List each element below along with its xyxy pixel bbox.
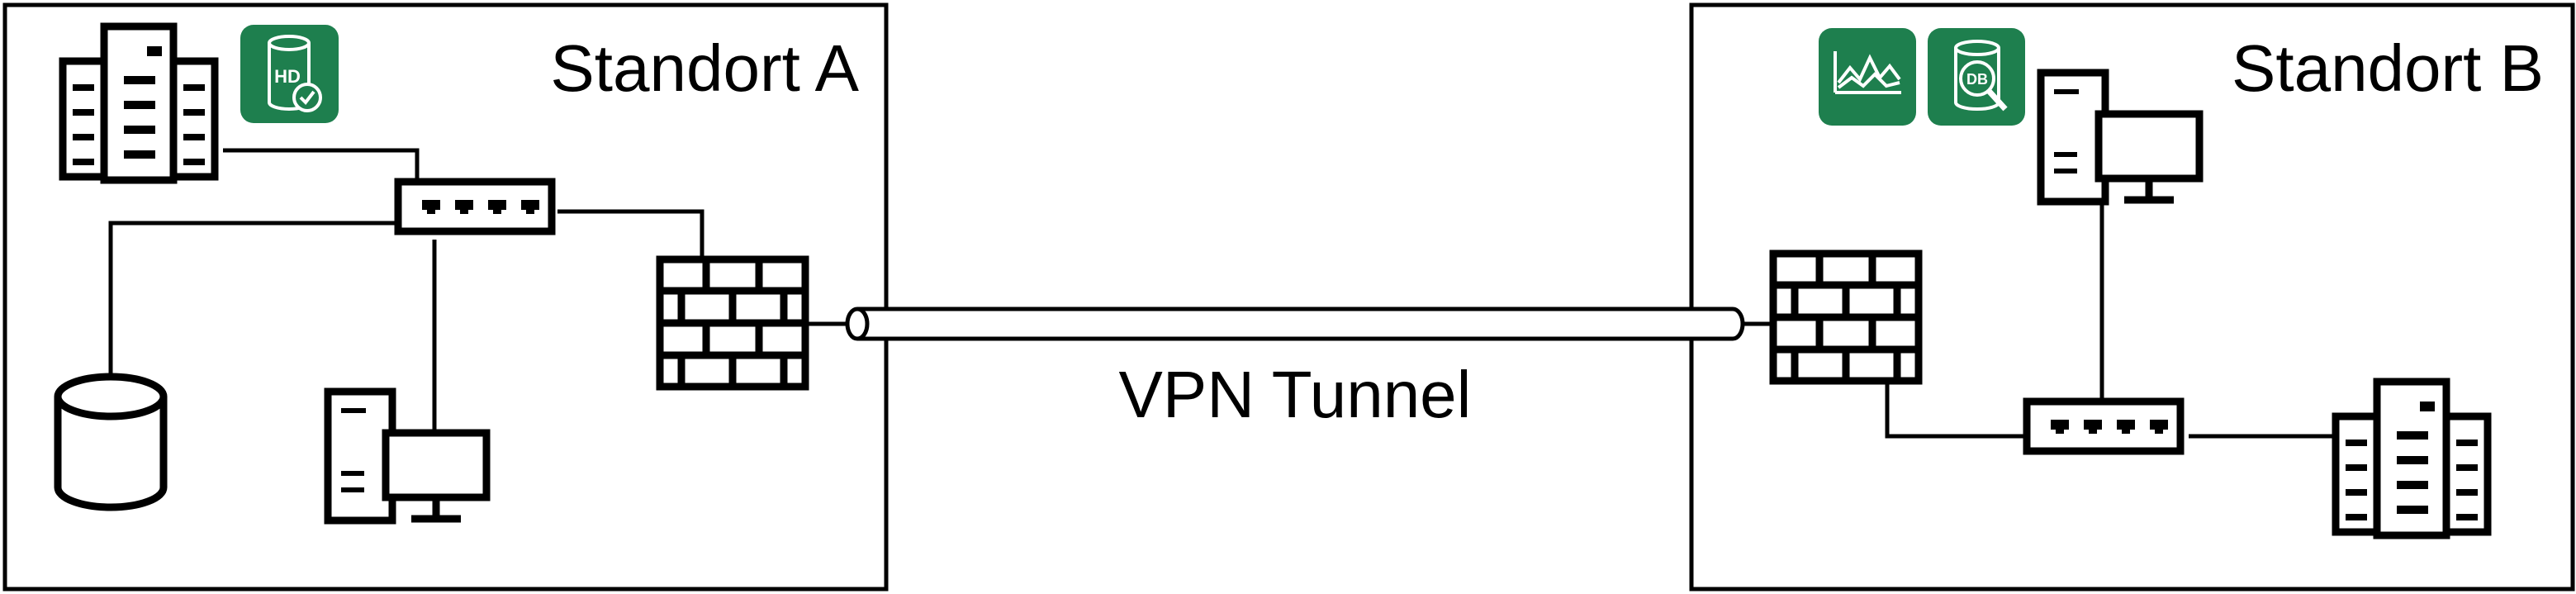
database-icon [54, 373, 168, 511]
site-b-title: Standort B [2232, 31, 2544, 105]
site-b-frame [1689, 2, 2575, 592]
site-a-title: Standort A [550, 31, 859, 105]
hd-badge-text: HD [274, 66, 301, 87]
workstation-icon [2041, 73, 2199, 202]
vpn-tunnel [845, 307, 1745, 341]
firewall-icon [1773, 254, 1919, 381]
db-badge-text: DB [1966, 71, 1988, 88]
vpn-tunnel-label: VPN Tunnel [1119, 358, 1472, 431]
network-switch-icon [2027, 402, 2180, 451]
firewall-icon [660, 259, 805, 387]
site-a-cables [108, 148, 847, 430]
server-cluster-icon [2336, 382, 2488, 535]
network-switch-icon [398, 182, 552, 231]
site-a-frame [2, 2, 889, 592]
hd-backup-badge: HD [240, 25, 339, 123]
workstation-icon [328, 392, 486, 520]
database-search-badge: DB [1928, 28, 2025, 126]
server-cluster-icon [63, 26, 215, 180]
site-b-cables [1734, 192, 2332, 439]
monitoring-badge [1819, 28, 1916, 126]
